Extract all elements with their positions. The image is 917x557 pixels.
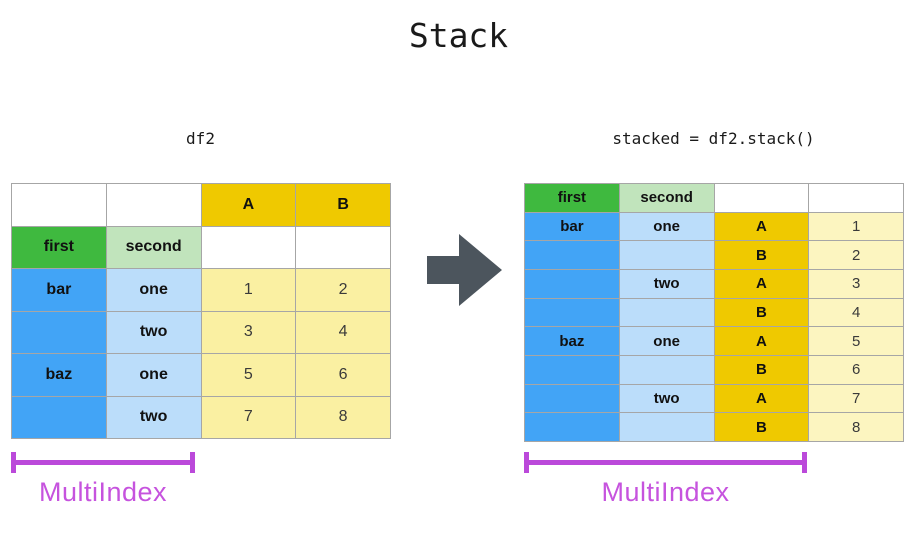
table-cell: baz — [12, 354, 106, 396]
table-cell: A — [714, 212, 809, 241]
table-cell: 8 — [809, 413, 903, 441]
table-cell: B — [714, 413, 809, 441]
table-cell — [296, 226, 390, 268]
table-cell: bar — [525, 212, 619, 241]
table-cell: second — [619, 184, 714, 212]
table-cell — [525, 355, 619, 384]
table-cell: 4 — [809, 298, 903, 327]
table-cell: 2 — [296, 269, 390, 311]
table-cell: 6 — [809, 355, 903, 384]
multiindex-caption-right: MultiIndex — [601, 477, 730, 507]
table-cell — [106, 184, 201, 226]
table-cell: 7 — [809, 384, 903, 413]
table-cell: 6 — [296, 354, 390, 396]
table-cell: first — [525, 184, 619, 212]
multiindex-bracket-right — [524, 452, 807, 473]
bracket-bar — [524, 460, 807, 465]
table-cell — [201, 226, 296, 268]
bracket-bar — [11, 460, 195, 465]
table-cell: 7 — [201, 396, 296, 438]
table-cell — [525, 298, 619, 327]
table-cell: one — [619, 327, 714, 355]
table-cell: 4 — [296, 311, 390, 353]
table-cell: bar — [12, 269, 106, 311]
table-cell: one — [619, 212, 714, 241]
bracket-tick — [190, 452, 195, 473]
table-cell — [525, 269, 619, 298]
table-cell — [619, 241, 714, 269]
table-cell: second — [106, 226, 201, 268]
table-cell: 3 — [809, 269, 903, 298]
table-cell — [525, 384, 619, 413]
table-cell — [12, 184, 106, 226]
table-cell — [12, 396, 106, 438]
table-cell — [809, 184, 903, 212]
table-cell — [619, 298, 714, 327]
table-cell: 1 — [201, 269, 296, 311]
table-cell — [525, 413, 619, 441]
table-cell: two — [106, 311, 201, 353]
df2-table-label: df2 — [186, 129, 215, 148]
table-cell: A — [714, 384, 809, 413]
table-cell: B — [714, 241, 809, 269]
table-cell — [714, 184, 809, 212]
table-cell: A — [714, 269, 809, 298]
table-cell: two — [619, 269, 714, 298]
table-cell — [12, 311, 106, 353]
table-cell: 1 — [809, 212, 903, 241]
table-cell: 2 — [809, 241, 903, 269]
table-cell: 5 — [809, 327, 903, 355]
table-cell: 8 — [296, 396, 390, 438]
table-cell: 5 — [201, 354, 296, 396]
table-cell: A — [714, 327, 809, 355]
table-cell: A — [201, 184, 296, 226]
table-cell: two — [619, 384, 714, 413]
table-cell: one — [106, 269, 201, 311]
stacked-table-label: stacked = df2.stack() — [612, 129, 815, 148]
multiindex-caption-left: MultiIndex — [38, 477, 168, 507]
table-cell: baz — [525, 327, 619, 355]
table-cell — [619, 413, 714, 441]
table-cell: B — [714, 298, 809, 327]
table-cell: first — [12, 226, 106, 268]
table-cell: one — [106, 354, 201, 396]
table-cell: B — [296, 184, 390, 226]
bracket-tick — [802, 452, 807, 473]
multiindex-bracket-left — [11, 452, 195, 473]
table-cell — [619, 355, 714, 384]
table-cell: B — [714, 355, 809, 384]
right-arrow-icon — [427, 234, 502, 306]
table-cell: 3 — [201, 311, 296, 353]
table-cell: two — [106, 396, 201, 438]
table-cell — [525, 241, 619, 269]
page-title: Stack — [408, 16, 509, 55]
